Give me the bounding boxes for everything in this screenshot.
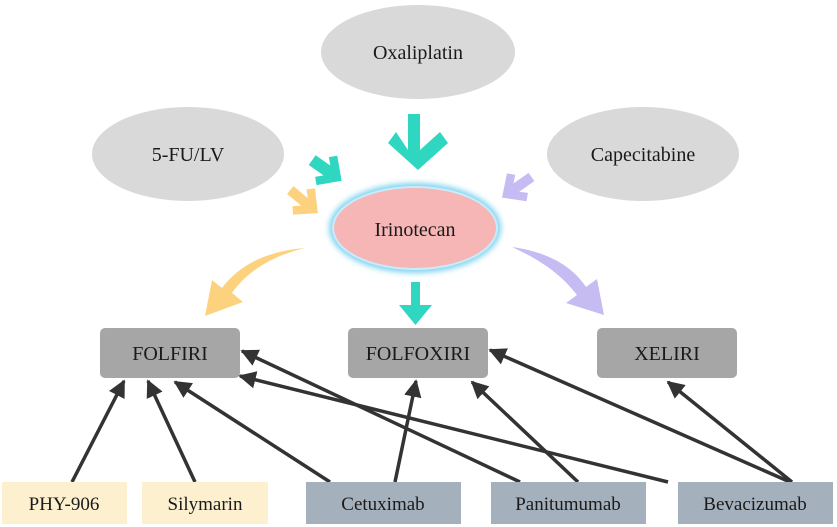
lavender-curved-arrow xyxy=(512,247,604,315)
oxaliplatin-label: Oxaliplatin xyxy=(373,42,463,64)
arrow-bevacizumab-folfoxiri xyxy=(488,348,791,484)
xeliri-label: XELIRI xyxy=(634,343,700,365)
folfiri-box xyxy=(100,328,240,378)
capecitabine-ellipse xyxy=(547,107,739,201)
arrow-cetuximab-folfiri xyxy=(173,380,331,484)
teal-down-arrow xyxy=(399,282,432,325)
teal-chevron-arrow-left xyxy=(308,155,342,186)
phy906-box xyxy=(2,482,127,524)
folfoxiri-box xyxy=(348,328,488,378)
yellow-chevron-arrow xyxy=(287,186,318,215)
phy906-label: PHY-906 xyxy=(29,494,100,515)
oxaliplatin-ellipse xyxy=(321,5,515,99)
irinotecan-ellipse xyxy=(332,186,498,270)
xeliri-box xyxy=(597,328,737,378)
arrow-silymarin-folfiri xyxy=(146,379,197,483)
yellow-curved-arrow xyxy=(205,248,305,316)
silymarin-box xyxy=(142,482,268,524)
silymarin-label: Silymarin xyxy=(168,494,243,515)
cetuximab-label: Cetuximab xyxy=(341,494,424,515)
capecitabine-label: Capecitabine xyxy=(591,144,696,166)
panitumumab-label: Panitumumab xyxy=(515,494,621,515)
fu-lv-ellipse xyxy=(92,107,284,201)
bevacizumab-box xyxy=(678,482,833,524)
arrow-cetuximab-folfoxiri xyxy=(393,379,422,483)
bevacizumab-label: Bevacizumab xyxy=(703,494,806,515)
teal-chevron-arrow-top xyxy=(388,114,448,170)
fu-lv-label: 5-FU/LV xyxy=(152,144,225,166)
cetuximab-box xyxy=(306,482,461,524)
arrow-panitumumab-folfiri xyxy=(240,349,521,484)
lavender-chevron-arrow xyxy=(501,172,535,202)
arrow-bevacizumab-folfiri xyxy=(238,371,669,484)
arrow-bevacizumab-xeliri xyxy=(666,380,794,484)
folfoxiri-label: FOLFOXIRI xyxy=(366,343,470,365)
folfiri-label: FOLFIRI xyxy=(132,343,208,365)
panitumumab-box xyxy=(491,482,646,524)
arrow-phy906-folfiri xyxy=(70,379,126,483)
irinotecan-label: Irinotecan xyxy=(374,219,455,241)
arrow-panitumumab-folfoxiri xyxy=(470,380,580,484)
